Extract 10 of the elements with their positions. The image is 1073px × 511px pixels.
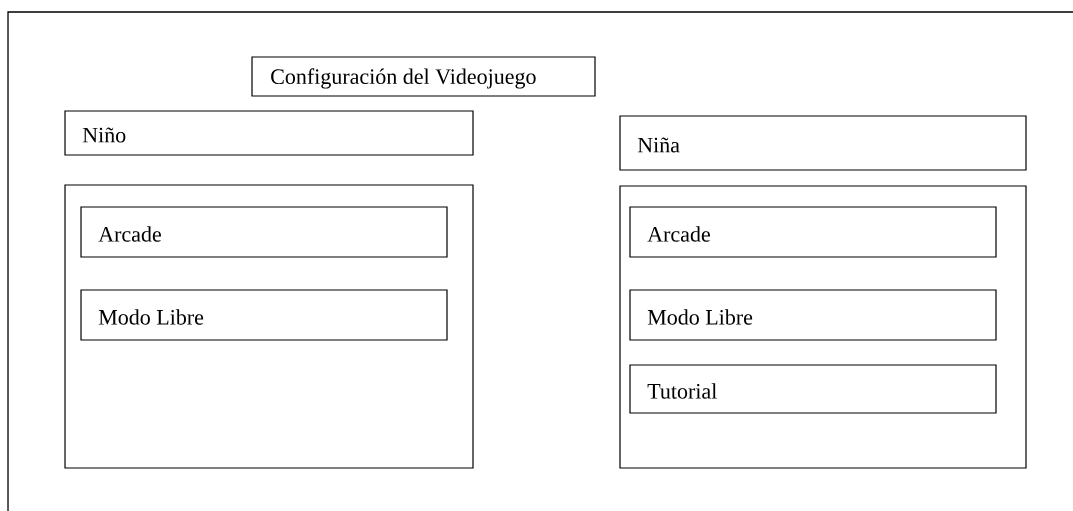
option-box: Arcade bbox=[629, 206, 997, 258]
option-box: Modo Libre bbox=[629, 289, 997, 341]
option-box: Modo Libre bbox=[80, 289, 448, 341]
group-box bbox=[619, 185, 1027, 469]
option-box: Tutorial bbox=[629, 364, 997, 414]
option-box: Arcade bbox=[80, 206, 448, 258]
option-box: Niño bbox=[64, 110, 474, 156]
option-box: Niña bbox=[619, 115, 1027, 171]
title-box: Configuración del Videojuego bbox=[251, 56, 596, 97]
group-box bbox=[64, 184, 474, 469]
